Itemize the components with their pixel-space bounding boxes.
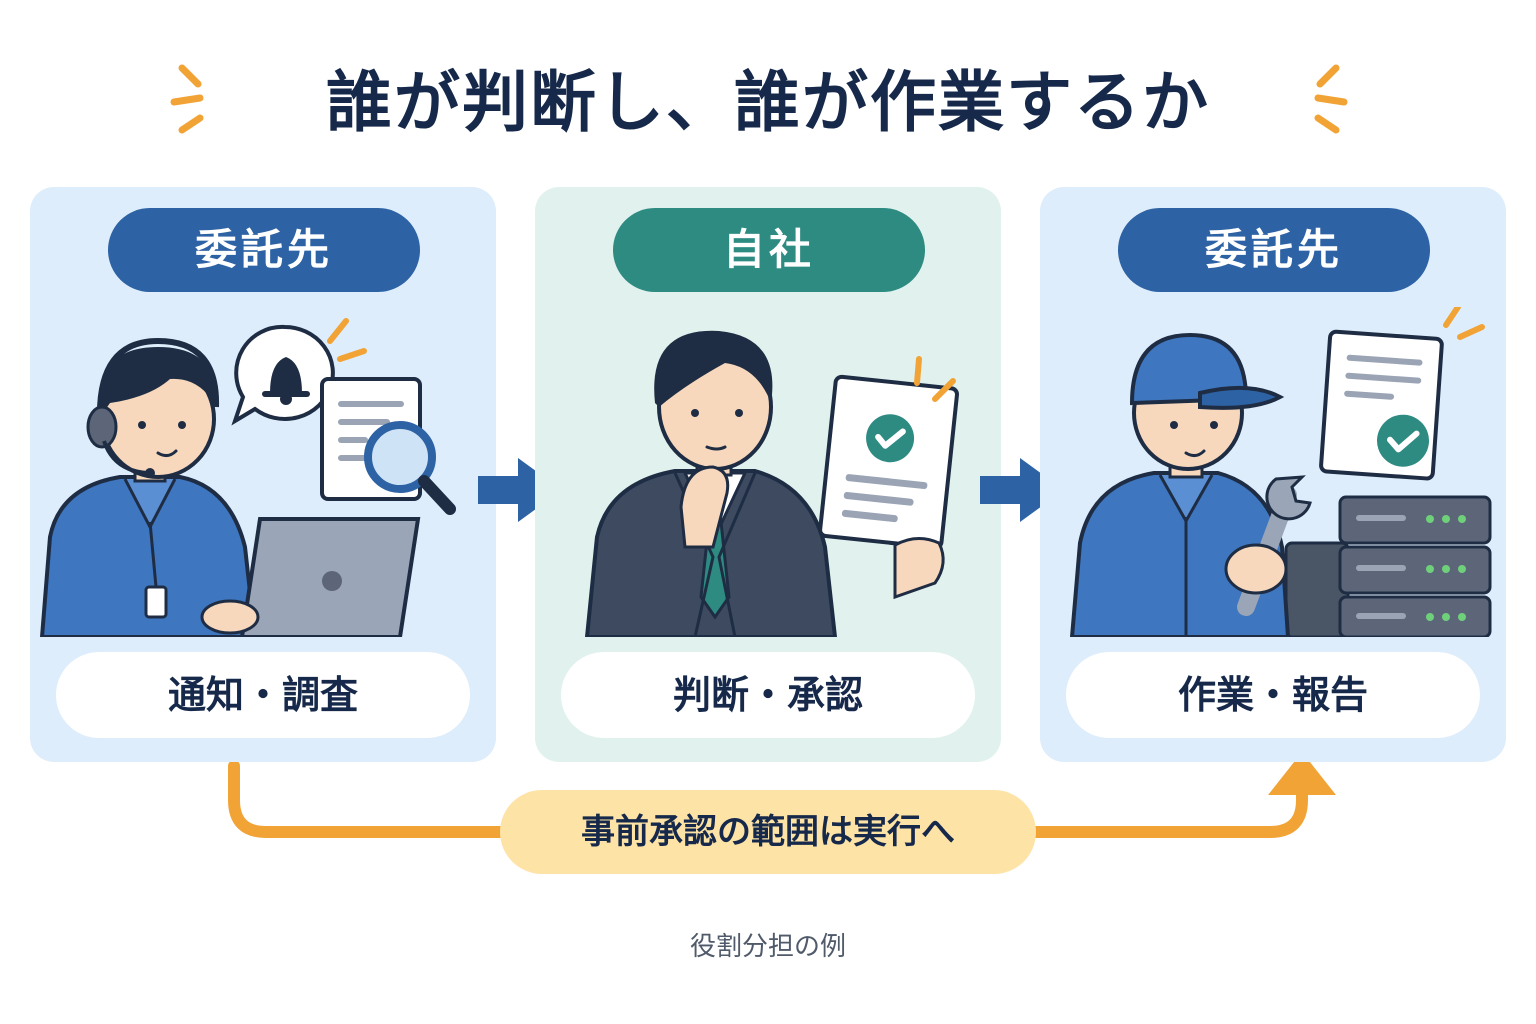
magnifier-icon [364, 421, 456, 515]
figure-caption: 役割分担の例 [689, 932, 846, 962]
panel-outsourcer-notify: 委託先 [30, 187, 496, 762]
bell-icon [231, 324, 335, 426]
manager-illustration [584, 330, 959, 637]
laptop-icon [239, 517, 421, 637]
technician-illustration [1069, 307, 1492, 637]
spark-left-icon [170, 64, 204, 134]
flow-arrow-1 [478, 458, 562, 522]
check-icon [866, 414, 915, 463]
server-rack-icon [1284, 495, 1492, 637]
task-label: 判断・承認 [561, 652, 975, 738]
page-title: 誰が判断し、誰が作業するか [326, 64, 1210, 141]
task-label: 通知・調査 [56, 652, 470, 738]
document-icon [818, 374, 959, 550]
operator-illustration [39, 318, 456, 637]
pre-approval-label: 事前承認の範囲は実行へ [500, 790, 1036, 874]
role-label: 委託先 [1118, 208, 1430, 292]
panel-company-approve: 自社 [535, 187, 1001, 762]
role-label: 委託先 [108, 208, 420, 292]
spark-right-icon [1314, 64, 1348, 134]
role-label: 自社 [613, 208, 925, 292]
check-icon [1377, 414, 1430, 467]
panel-outsourcer-work: 委託先 [1040, 187, 1506, 762]
document-icon [1319, 329, 1444, 481]
flow-arrow-2 [980, 458, 1064, 522]
task-label: 作業・報告 [1066, 652, 1480, 738]
